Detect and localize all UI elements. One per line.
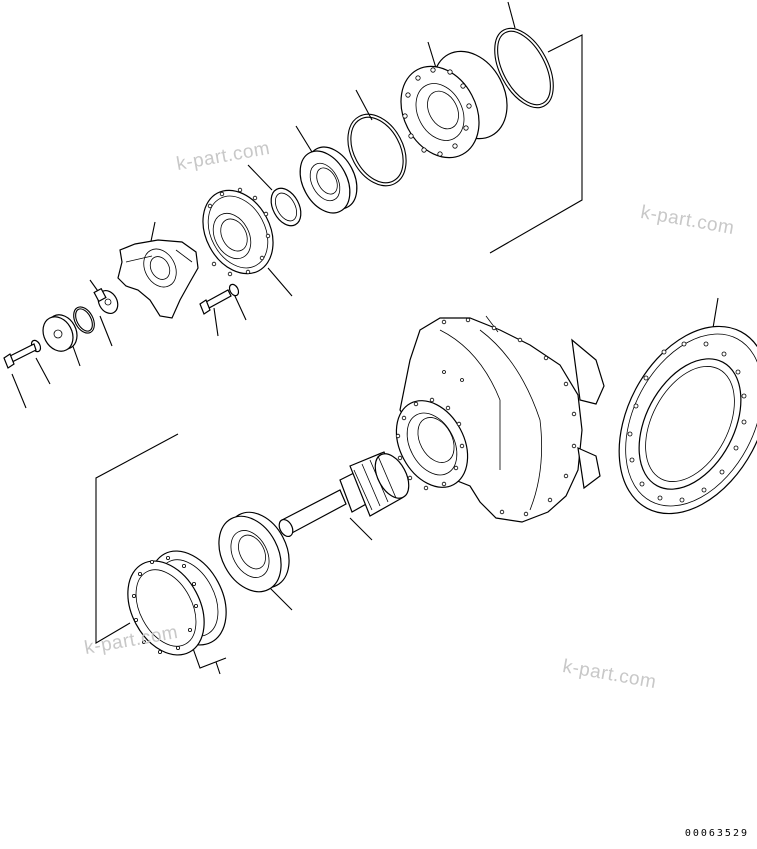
carrier-bore-holes <box>395 397 465 491</box>
o-ring-small <box>73 306 95 334</box>
pinion-shaft <box>278 451 410 538</box>
o-ring-large <box>494 27 554 109</box>
spacer-ring <box>270 187 302 227</box>
housing-bolt-holes <box>402 67 472 157</box>
bearing-upper <box>299 146 358 214</box>
coupling-yoke <box>117 239 199 319</box>
ring-gear-holes <box>627 341 747 503</box>
differential-carrier <box>395 315 605 523</box>
shim-gaskets <box>127 550 227 656</box>
bearing-cage-housing <box>400 50 508 159</box>
flange-bolt-holes <box>207 187 271 277</box>
upper-group-bracket <box>489 34 583 254</box>
ring-gear <box>618 325 757 515</box>
bearing-lower <box>218 511 290 593</box>
seal-plate <box>42 314 78 352</box>
lock-washer <box>93 287 119 315</box>
leader-lines <box>11 1 719 675</box>
retainer-flange <box>202 187 274 277</box>
carrier-flange-holes <box>441 317 577 517</box>
o-ring-medium <box>347 113 407 187</box>
bolt-left <box>3 343 37 369</box>
gasket-holes <box>131 556 198 655</box>
lower-group-bracket <box>95 433 179 644</box>
drawing-code: 00063529 <box>684 828 749 839</box>
bolt-middle <box>199 283 240 315</box>
